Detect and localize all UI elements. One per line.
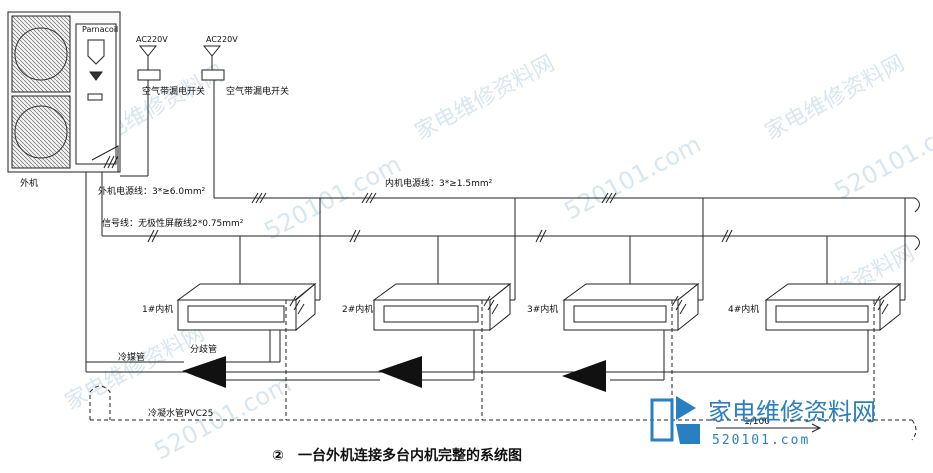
- site-logo: [650, 396, 700, 444]
- indoor-unit-1-label: 1#内机: [142, 303, 173, 315]
- drain-pipe: [89, 300, 917, 441]
- site-logo-text: 家电维修资料网: [708, 398, 876, 426]
- branch-pipe-1: [182, 356, 226, 388]
- site-logo-url: 520101.com: [712, 433, 810, 448]
- indoor-unit-3-label: 3#内机: [527, 303, 558, 315]
- indoor-power-cable-label: 内机电源线：3*≥1.5mm²: [385, 177, 493, 189]
- power-supply-1: [120, 45, 161, 177]
- caption-number: ②: [272, 448, 284, 464]
- watermark-cn: 家电维修资料网: [411, 51, 559, 145]
- outdoor-power-cable-label: 外机电源线：3*≥6.0mm²: [98, 185, 206, 197]
- signal-cable-label: 信号线：无极性屏蔽线2*0.75mm²: [102, 217, 244, 229]
- watermark-cn: 家电维修资料网: [761, 51, 909, 145]
- outdoor-unit-label: 外机: [20, 177, 38, 189]
- watermark-url: 520101.com: [560, 130, 706, 225]
- outdoor-unit-brand: Parnacoil: [82, 25, 118, 34]
- outdoor-unit: [7, 11, 121, 173]
- power-supply-2: [201, 45, 225, 198]
- branch-pipe-2: [378, 356, 422, 388]
- indoor-unit-4-label: 4#内机: [728, 303, 759, 315]
- power-supply-2-breaker: 空气带漏电开关: [226, 85, 289, 97]
- watermark-url: 520101.com: [830, 110, 933, 205]
- refrigerant-pipe-label: 冷媒管: [118, 351, 145, 363]
- signal-bus: [101, 172, 920, 290]
- outdoor-power-cable: [103, 155, 119, 169]
- drain-pipe-label: 冷凝水管PVC25: [148, 407, 213, 419]
- indoor-unit-2: [372, 282, 512, 332]
- indoor-unit-3: [562, 282, 700, 332]
- watermark-cn: 家电维修资料网: [61, 321, 209, 415]
- branch-pipe-label: 分歧管: [190, 343, 217, 355]
- indoor-unit-1: [176, 282, 317, 332]
- slope-arrow: [716, 423, 822, 433]
- slope-label: 1/100: [744, 417, 770, 427]
- power-supply-1-breaker: 空气带漏电开关: [142, 85, 205, 97]
- branch-pipe-3: [562, 360, 606, 392]
- indoor-unit-2-label: 2#内机: [342, 303, 373, 315]
- power-supply-2-voltage: AC220V: [206, 35, 238, 44]
- caption-text: 一台外机连接多台内机完整的系统图: [298, 447, 522, 464]
- indoor-unit-4: [764, 282, 902, 332]
- power-supply-1-voltage: AC220V: [136, 35, 168, 44]
